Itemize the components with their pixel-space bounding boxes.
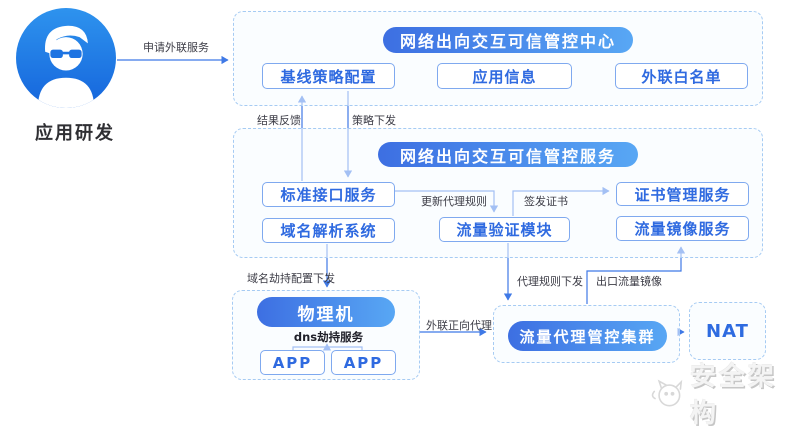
node-traffic-verify-module: 流量验证模块 [439,217,570,242]
control-center-title: 网络出向交互可信管控中心 [383,27,633,53]
edge-label-policy-down: 策略下发 [352,114,396,127]
physical-machine-title: 物理机 [257,297,395,327]
node-standard-api-service: 标准接口服务 [262,182,395,207]
control-service-title: 网络出向交互可信管控服务 [378,142,638,167]
watermark: 安全架构 [648,356,790,430]
app-developer-avatar [16,8,116,108]
node-app-2: APP [331,350,396,375]
node-dns-resolver-system: 域名解析系统 [262,218,395,243]
nat-label: NAT [706,320,749,342]
zone-control-center [233,11,763,106]
edge-label-dns-hijack-service: dns劫持服务 [293,330,364,344]
zone-nat: NAT [689,302,766,360]
node-traffic-mirror-service: 流量镜像服务 [616,216,749,241]
actor-label: 应用研发 [35,123,115,144]
node-baseline-policy-config: 基线策略配置 [262,63,395,89]
developer-icon [37,25,95,108]
node-app-1: APP [260,350,325,375]
edge-label-issue-cert: 签发证书 [524,195,568,208]
security-architecture-logo-icon [651,379,683,407]
edge-label-proxy-rules-down: 代理规则下发 [517,275,583,288]
edge-label-dns-hijack-config: 域名劫持配置下发 [247,272,335,285]
edge-label-update-proxy-rules: 更新代理规则 [421,195,487,208]
edge-label-request: 申请外联服务 [143,41,209,54]
node-cert-mgmt-service: 证书管理服务 [616,182,749,206]
edge-label-feedback: 结果反馈 [257,114,301,127]
watermark-label: 安全架构 [689,362,777,429]
edge-label-egress-mirror: 出口流量镜像 [596,275,662,288]
edge-label-forward-proxy: 外联正向代理 [426,319,492,332]
node-outbound-whitelist: 外联白名单 [615,63,748,89]
node-app-info: 应用信息 [437,63,572,89]
proxy-cluster-title: 流量代理管控集群 [508,321,667,351]
